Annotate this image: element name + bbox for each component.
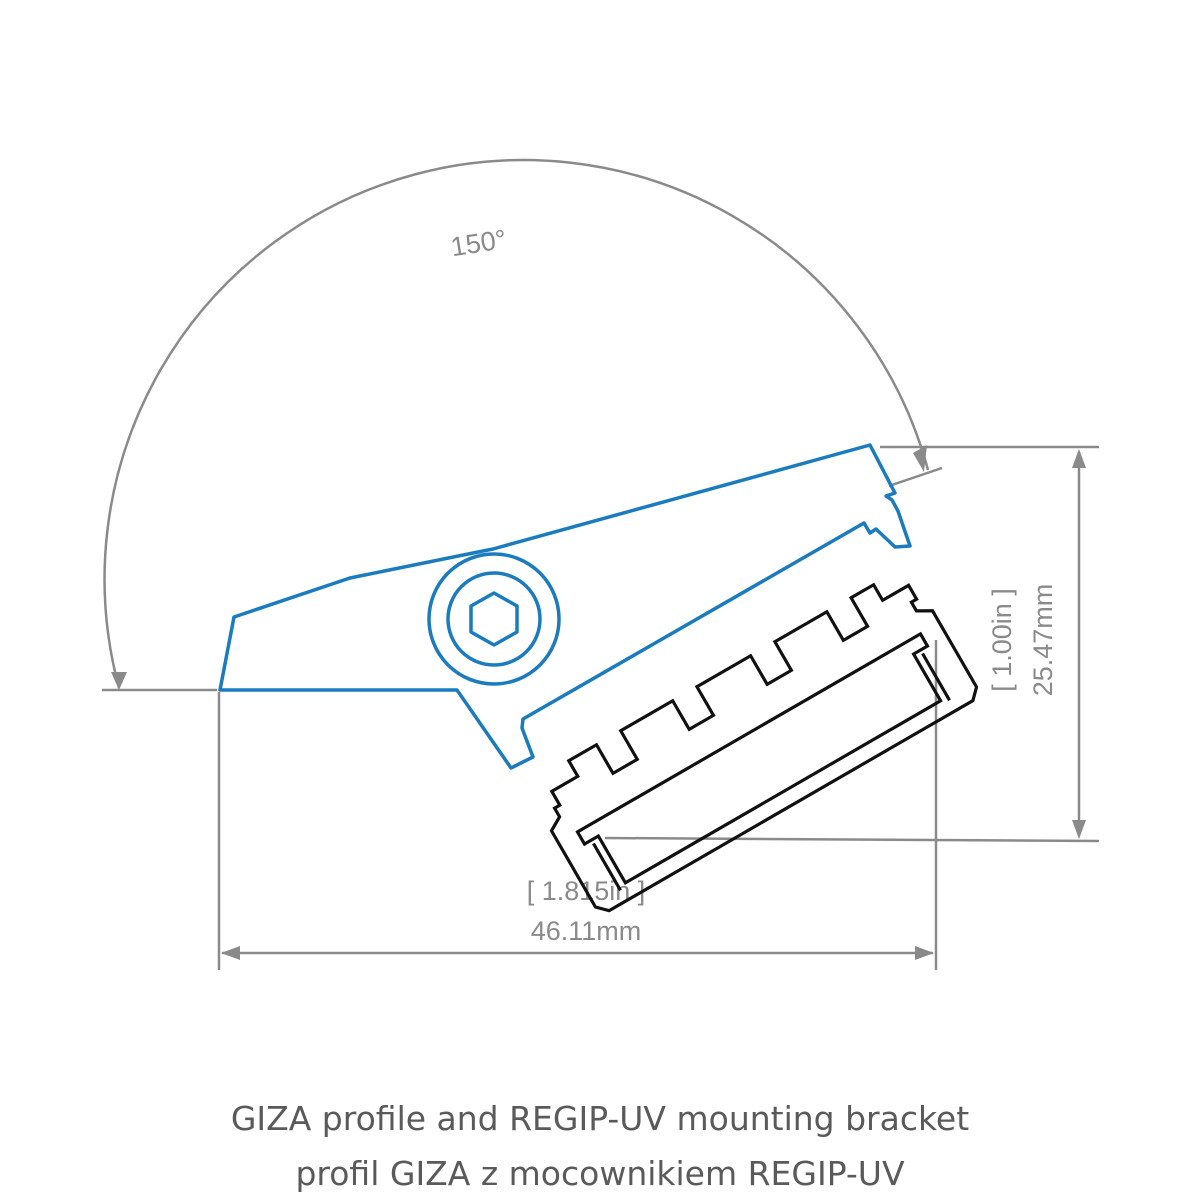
profile-inner-wall-right bbox=[921, 652, 951, 702]
height-arrowhead-bottom bbox=[1072, 820, 1086, 839]
angle-reference-inclined bbox=[888, 466, 943, 488]
angle-label: 150° bbox=[449, 224, 509, 262]
angle-arrowhead-left bbox=[111, 672, 127, 690]
angle-arc bbox=[103, 158, 930, 689]
angle-arrowhead-right bbox=[913, 445, 927, 472]
caption-polish: profil GIZA z mocownikiem REGIP-UV bbox=[295, 1154, 905, 1193]
width-label-mm: 46.11mm bbox=[531, 916, 642, 946]
width-arrowhead-right bbox=[915, 946, 934, 960]
profile-outer-outline bbox=[549, 582, 979, 913]
hex-socket-icon bbox=[469, 591, 519, 647]
height-arrowhead-top bbox=[1072, 449, 1086, 468]
width-arrowhead-left bbox=[221, 946, 240, 960]
height-label-in: [ 1.00in ] bbox=[987, 588, 1017, 692]
bracket-outline bbox=[218, 443, 912, 770]
hinge-outer-ring bbox=[427, 552, 561, 686]
giza-profile bbox=[549, 582, 979, 913]
caption-english: GIZA profile and REGIP-UV mounting brack… bbox=[230, 1099, 970, 1138]
regip-uv-mounting-bracket bbox=[218, 443, 912, 770]
profile-inner-wall-left bbox=[592, 842, 622, 892]
screw-head bbox=[446, 571, 542, 667]
height-extension-bottom bbox=[604, 836, 1100, 843]
dimension-lines bbox=[102, 158, 1100, 970]
height-label-mm: 25.47mm bbox=[1028, 584, 1058, 697]
profile-inner-channel bbox=[575, 631, 943, 885]
